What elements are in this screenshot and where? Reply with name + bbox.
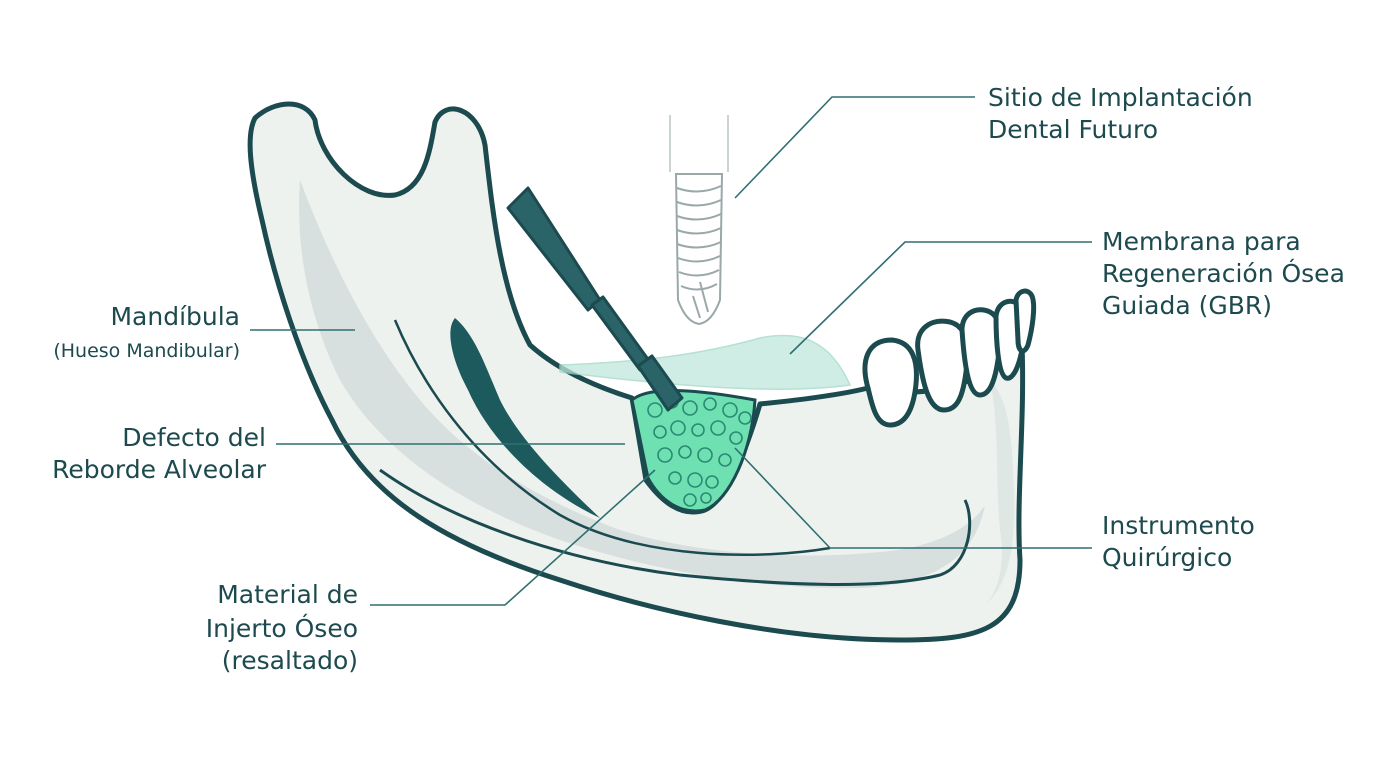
label-instrument-line1: Instrumento [1102,511,1255,540]
label-ridge-defect-line2: Reborde Alveolar [52,455,267,484]
label-graft-line3: (resaltado) [222,646,358,675]
label-ridge-defect-line1: Defecto del [122,423,266,452]
leader-instrument [734,447,1092,549]
label-membrane-line2: Regeneración Ósea [1102,258,1345,288]
label-implant-site-line2: Dental Futuro [988,115,1158,144]
dental-implant [669,115,729,326]
label-membrane-line1: Membrana para [1102,227,1301,256]
label-implant-site-line1: Sitio de Implantación [988,83,1253,112]
leader-graft [370,469,656,606]
label-graft-line2: Injerto Óseo [206,613,358,643]
leader-lines [250,96,1092,606]
teeth [862,288,1037,428]
label-mandible-line2: (Hueso Mandibular) [53,340,240,362]
surgical-instrument [506,186,684,412]
leader-membrane [789,241,1092,355]
label-mandible-line1: Mandíbula [110,302,240,331]
leader-implant-site [734,96,975,199]
gbr-membrane [559,334,852,390]
label-membrane-line3: Guiada (GBR) [1102,291,1272,320]
label-graft-line1: Material de [217,580,358,609]
label-instrument-line2: Quirúrgico [1102,543,1232,572]
